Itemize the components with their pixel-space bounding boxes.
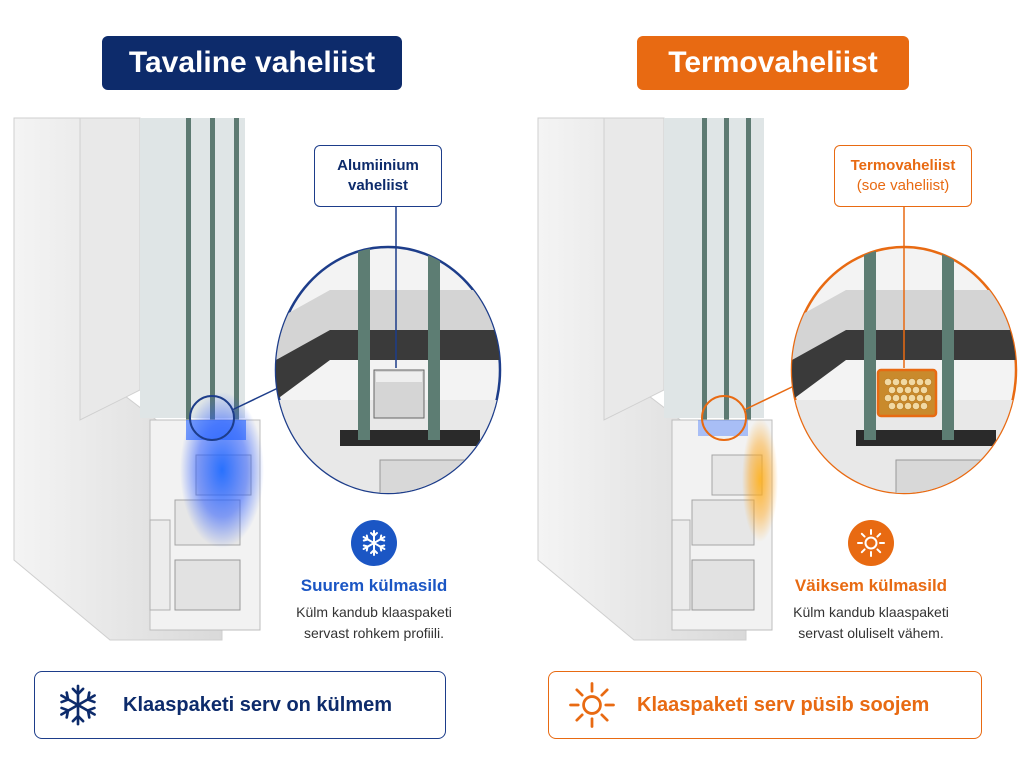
- callout-line-2: (soe vaheliist): [856, 177, 950, 194]
- panel-title: Tavaline vaheliist: [102, 36, 402, 90]
- summary-box: Klaaspaketi serv on külmem: [34, 671, 446, 739]
- desc-line-1: Külm kandub klaaspaketi: [296, 604, 452, 620]
- desc-line-2: servast oluliselt vähem.: [798, 625, 944, 641]
- callout-line-1: Alumiinium: [337, 157, 419, 174]
- aluminium-spacer-callout: Alumiinium vaheliist: [314, 145, 442, 207]
- sun-icon: [565, 678, 619, 732]
- standard-window-illustration: [13, 117, 502, 641]
- warm-edge-window-illustration: [537, 117, 1018, 641]
- cold-bridge-heading: Väiksem külmasild: [794, 576, 948, 595]
- summary-text: Klaaspaketi serv on külmem: [123, 693, 393, 716]
- summary-box: Klaaspaketi serv püsib soojem: [548, 671, 982, 739]
- callout-line-1: Termovaheliist: [850, 157, 956, 174]
- callout-line-2: vaheliist: [347, 177, 409, 194]
- warm-edge-spacer-callout: Termovaheliist (soe vaheliist): [834, 145, 972, 207]
- snowflake-icon: [351, 520, 397, 566]
- snowflake-icon: [51, 678, 105, 732]
- cold-bridge-description: Külm kandub klaaspaketi servast rohkem p…: [264, 602, 484, 644]
- cold-bridge-description: Külm kandub klaaspaketi servast olulisel…: [761, 602, 981, 644]
- sun-icon: [848, 520, 894, 566]
- desc-line-2: servast rohkem profiili.: [303, 625, 445, 641]
- desc-line-1: Külm kandub klaaspaketi: [793, 604, 949, 620]
- cold-bridge-heading: Suurem külmasild: [300, 576, 448, 595]
- panel-title: Termovaheliist: [637, 36, 909, 90]
- warm-edge-spacer-panel: Termovaheliist Termovaheliist (soe vahel…: [512, 0, 1024, 768]
- summary-text: Klaaspaketi serv püsib soojem: [637, 693, 930, 716]
- standard-spacer-panel: Tavaline vaheliist Alumiinium vaheliist …: [13, 36, 502, 739]
